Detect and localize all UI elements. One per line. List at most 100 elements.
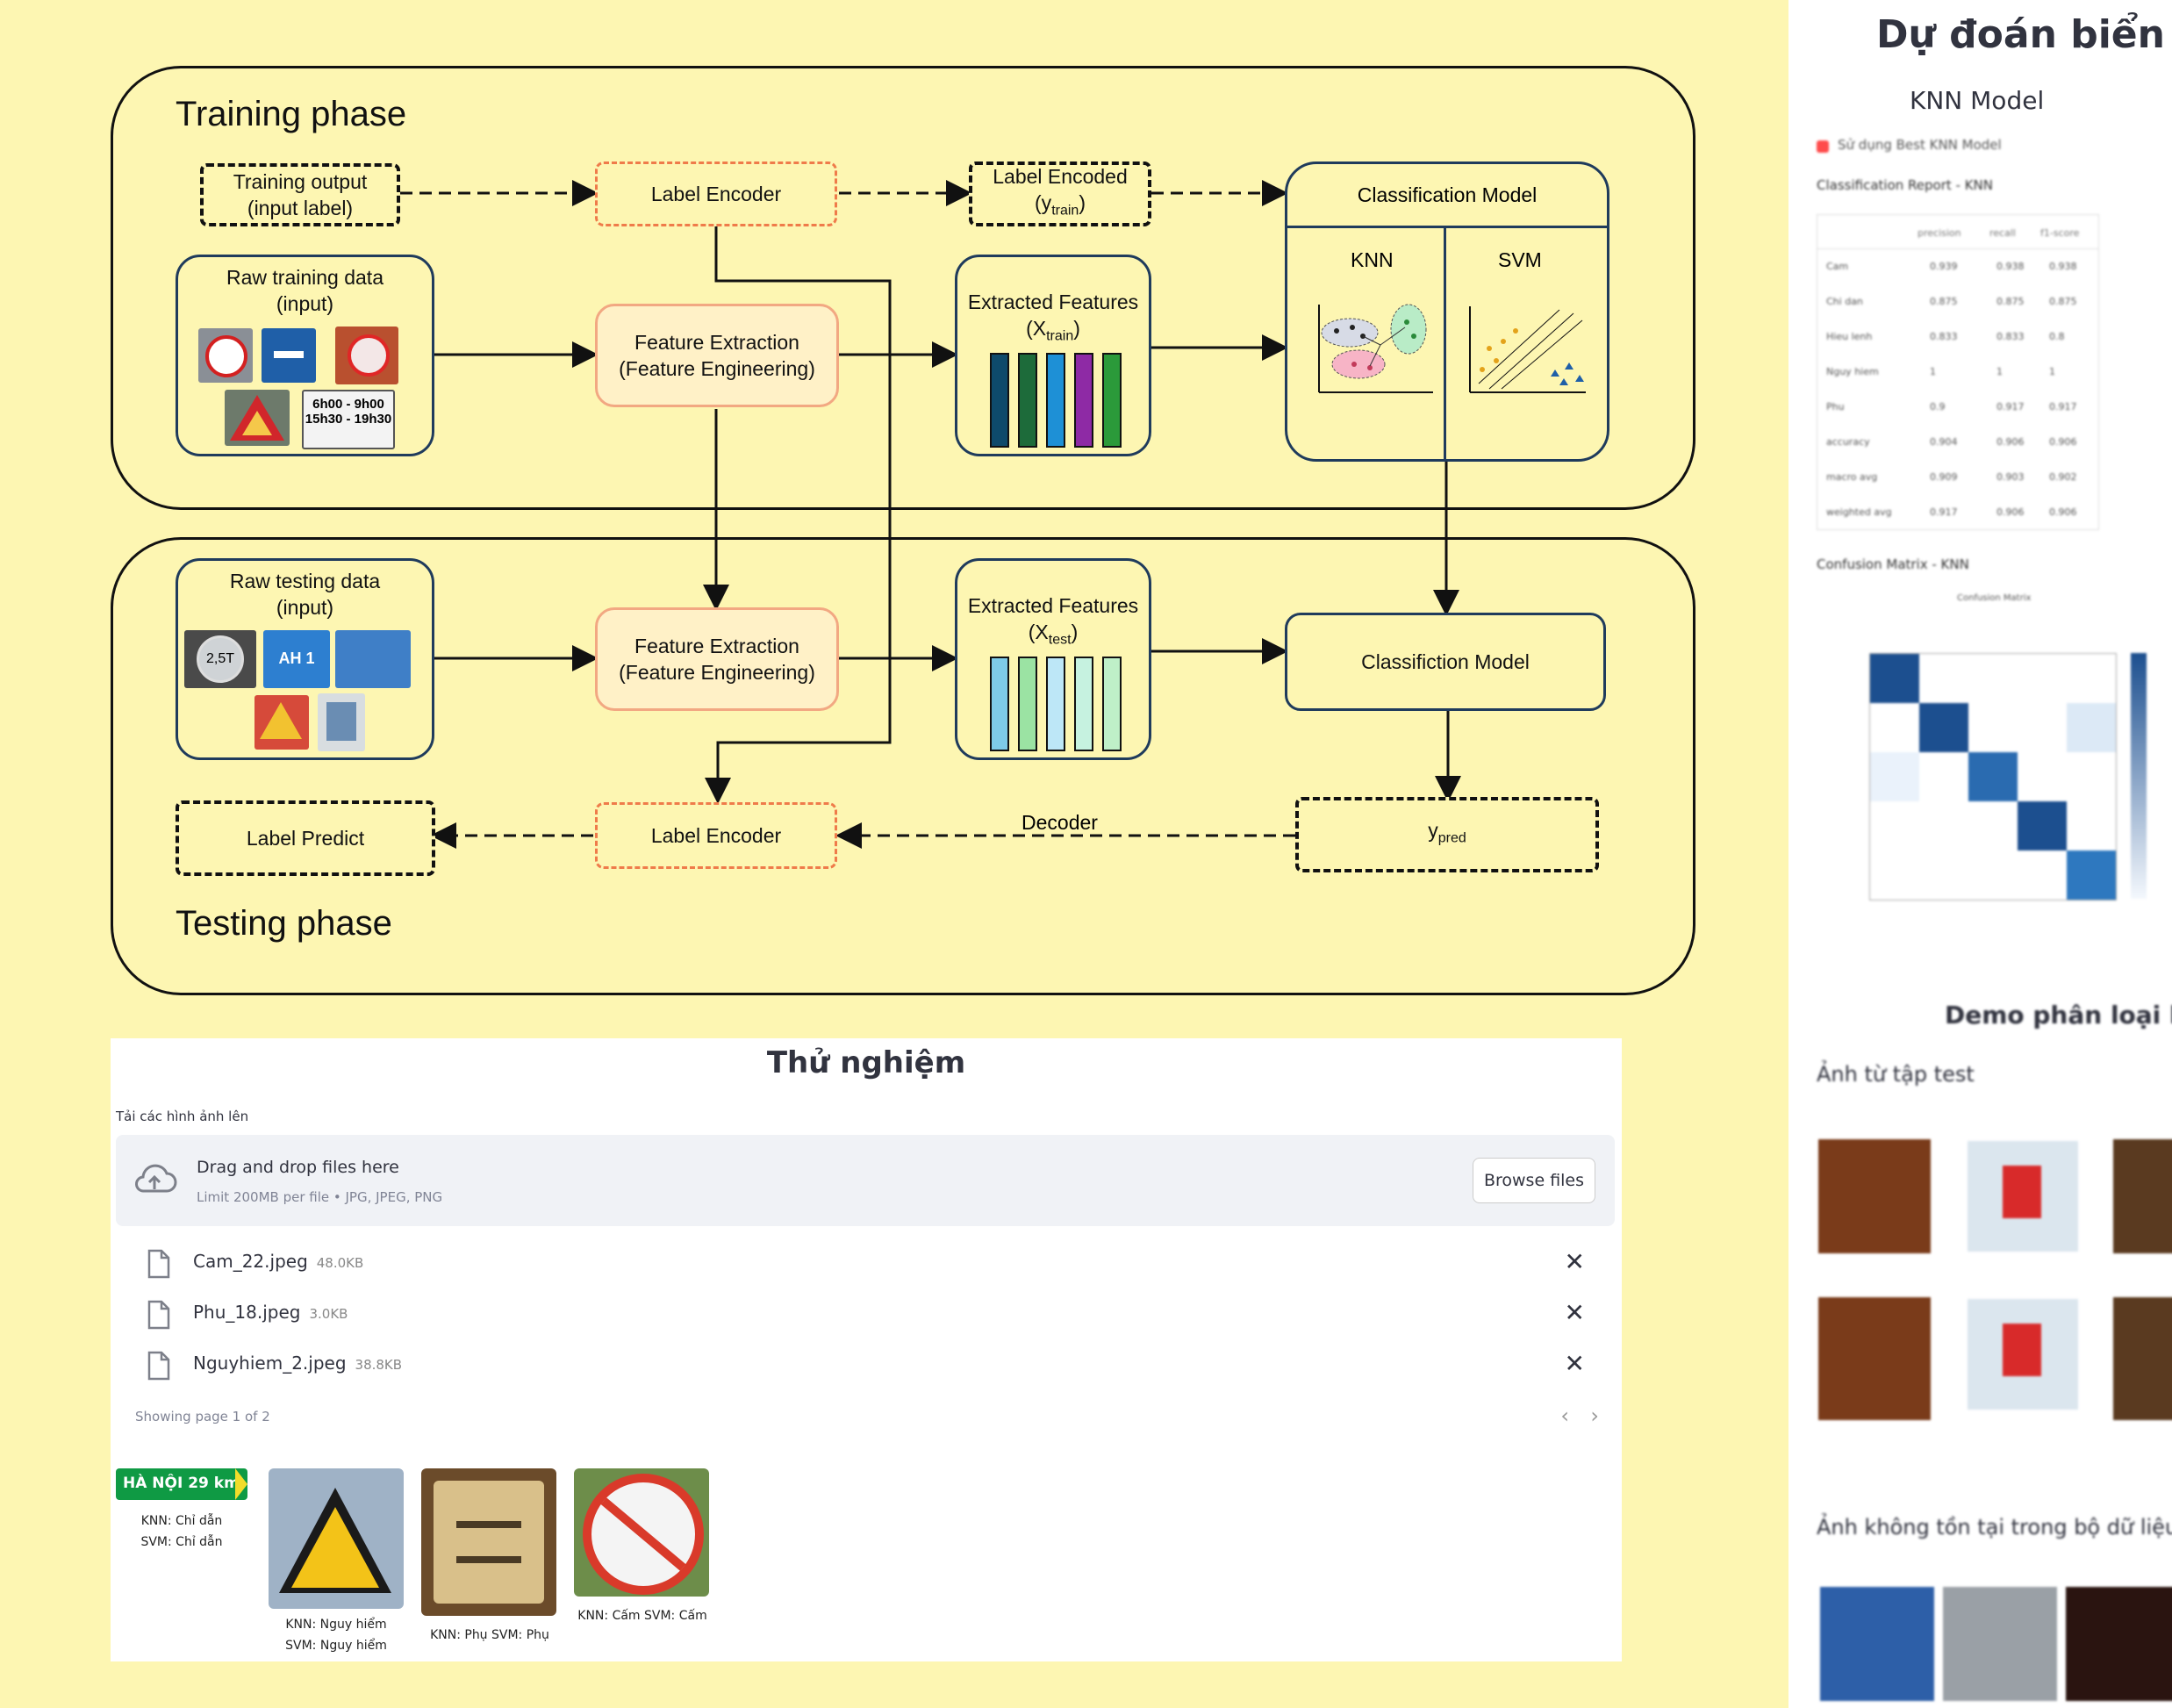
training-phase-title: Training phase bbox=[176, 95, 407, 133]
y-pred-box: ypred bbox=[1295, 797, 1599, 872]
test-set-title: Ảnh từ tập test bbox=[1817, 1062, 1975, 1087]
test-image-4 bbox=[1818, 1297, 1931, 1420]
result-image-1: HÀ NỘI 29 km bbox=[116, 1468, 247, 1500]
direction-sign-image bbox=[262, 328, 316, 383]
report-cell: 0.917 bbox=[1996, 401, 2025, 413]
unknown-image-3 bbox=[2066, 1587, 2172, 1701]
file-size: 48.0KB bbox=[316, 1255, 364, 1271]
file-name: Phu_18.jpeg bbox=[193, 1302, 301, 1323]
report-cell: 0.906 bbox=[2049, 436, 2077, 448]
feature-bar bbox=[1074, 353, 1093, 448]
training-output-box: Training output (input label) bbox=[200, 163, 400, 226]
test-image-5 bbox=[1968, 1299, 2078, 1410]
report-cell: 0.909 bbox=[1930, 471, 1958, 483]
result-caption-4: KNN: Cấm SVM: Cấm bbox=[577, 1609, 707, 1623]
testing-phase-frame bbox=[111, 537, 1695, 995]
result-image-2 bbox=[269, 1468, 404, 1609]
triangle-sign-image bbox=[254, 695, 309, 750]
unknown-image-2 bbox=[1943, 1587, 2057, 1701]
matrix-title: Confusion Matrix - KNN bbox=[1817, 556, 1969, 572]
next-page-icon[interactable]: › bbox=[1590, 1403, 1599, 1428]
report-cell: 0.8 bbox=[2049, 331, 2065, 342]
report-cell: 0.875 bbox=[1930, 296, 1958, 307]
feature-bar bbox=[1046, 657, 1065, 751]
model-divider-h bbox=[1287, 226, 1607, 228]
model-divider-v bbox=[1444, 227, 1446, 459]
report-header: recall bbox=[1989, 227, 2016, 239]
unknown-image-1 bbox=[1820, 1587, 1934, 1701]
confusion-matrix bbox=[1869, 653, 2117, 901]
result-image-4 bbox=[574, 1468, 709, 1597]
report-cell: 1 bbox=[1996, 366, 2003, 377]
file-icon bbox=[147, 1300, 170, 1330]
warning-sign-image bbox=[225, 390, 290, 446]
report-row-label: macro avg bbox=[1826, 471, 1878, 483]
knn-label: KNN bbox=[1351, 248, 1394, 271]
label-encoded-box: Label Encoded (ytrain) bbox=[969, 161, 1151, 226]
matrix-colorbar bbox=[2131, 653, 2147, 899]
report-cell: 1 bbox=[1930, 366, 1936, 377]
feature-bar bbox=[1102, 657, 1122, 751]
svm-label: SVM bbox=[1498, 248, 1542, 271]
report-row-label: Phu bbox=[1826, 401, 1845, 413]
report-cell: 0.9 bbox=[1930, 401, 1946, 413]
remove-file-button[interactable]: ✕ bbox=[1564, 1349, 1585, 1378]
report-cell: 0.939 bbox=[1930, 261, 1958, 272]
best-model-checkbox[interactable] bbox=[1817, 140, 1829, 153]
file-icon bbox=[147, 1249, 170, 1279]
no-truck-sign-image bbox=[198, 328, 253, 383]
ah1-sign-image: AH 1 bbox=[263, 630, 330, 688]
browse-files-button[interactable]: Browse files bbox=[1473, 1158, 1595, 1203]
upload-label: Tải các hình ảnh lên bbox=[116, 1109, 249, 1124]
prev-page-icon[interactable]: ‹ bbox=[1560, 1403, 1569, 1428]
file-dropzone[interactable]: Drag and drop files here Limit 200MB per… bbox=[116, 1135, 1615, 1226]
report-row-label: weighted avg bbox=[1826, 506, 1892, 518]
report-title: Classification Report - KNN bbox=[1817, 177, 1993, 193]
test-label-encoder-box: Label Encoder bbox=[595, 802, 837, 869]
test-app-panel: Thử nghiệm Tải các hình ảnh lên Drag and… bbox=[111, 1038, 1622, 1661]
result-image-3 bbox=[421, 1468, 556, 1616]
remove-file-button[interactable]: ✕ bbox=[1564, 1247, 1585, 1276]
feature-extraction-box: Feature Extraction (Feature Engineering) bbox=[595, 304, 839, 407]
knn-model-title: KNN Model bbox=[1910, 86, 2045, 115]
feature-bar bbox=[990, 353, 1009, 448]
feature-bar bbox=[1018, 353, 1037, 448]
feature-bar bbox=[1046, 353, 1065, 448]
result-caption-3: KNN: Phụ SVM: Phụ bbox=[430, 1628, 549, 1642]
y-train-label: (ytrain) bbox=[1035, 191, 1086, 219]
x-test-label: (Xtest) bbox=[1028, 621, 1079, 648]
test-classification-model-box: Classifiction Model bbox=[1285, 613, 1606, 711]
demo-title: Demo phân loại biể bbox=[1945, 1001, 2172, 1030]
svm-illustration bbox=[1469, 306, 1586, 393]
file-name: Cam_22.jpeg bbox=[193, 1251, 308, 1272]
arrow-encoder-to-test-encoder bbox=[705, 226, 892, 804]
remove-file-button[interactable]: ✕ bbox=[1564, 1298, 1585, 1327]
report-row-label: Chi dan bbox=[1826, 296, 1863, 307]
city-sign-image bbox=[335, 630, 411, 688]
test-image-6 bbox=[2113, 1297, 2172, 1420]
report-cell: 0.917 bbox=[1930, 506, 1958, 518]
report-cell: 0.875 bbox=[1996, 296, 2025, 307]
file-row: Cam_22.jpeg 48.0KB ✕ bbox=[137, 1242, 1611, 1286]
knn-illustration bbox=[1318, 304, 1433, 393]
report-cell: 0.875 bbox=[2049, 296, 2077, 307]
drop-text: Drag and drop files here bbox=[197, 1158, 399, 1177]
report-cell: 0.938 bbox=[1996, 261, 2025, 272]
report-cell: 0.938 bbox=[2049, 261, 2077, 272]
cloud-upload-icon bbox=[135, 1164, 177, 1193]
report-row-label: Cam bbox=[1826, 261, 1849, 272]
feature-bar bbox=[1102, 353, 1122, 448]
test-image-2 bbox=[1968, 1141, 2078, 1252]
report-row-label: accuracy bbox=[1826, 436, 1870, 448]
feature-bar bbox=[1018, 657, 1037, 751]
label-predict-box: Label Predict bbox=[176, 800, 435, 876]
side-app-panel: Dự đoán biển ba KNN Model Sử dụng Best K… bbox=[1788, 0, 2172, 1708]
pagination-text: Showing page 1 of 2 bbox=[135, 1409, 270, 1425]
file-size: 38.8KB bbox=[355, 1357, 403, 1373]
report-header: precision bbox=[1918, 227, 1961, 239]
decoder-label: Decoder bbox=[1021, 811, 1098, 834]
no-turn-sign-image bbox=[335, 327, 398, 384]
